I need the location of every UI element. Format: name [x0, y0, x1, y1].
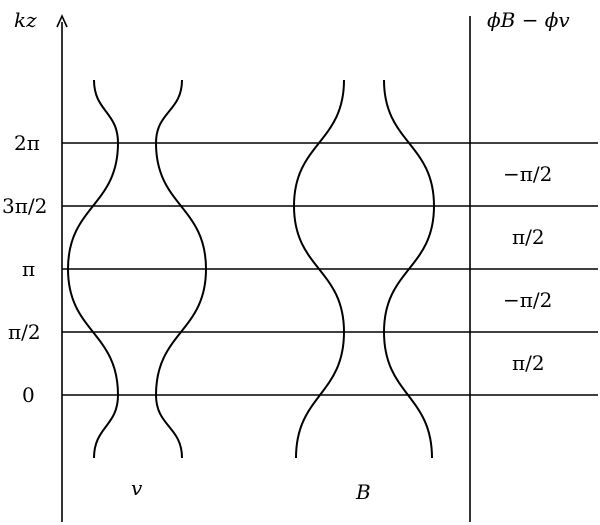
tick-label-2pi: 2π — [14, 131, 40, 155]
v-field-right-boundary — [154, 79, 208, 459]
b-field-label: B — [355, 480, 371, 504]
tick-label-0: 0 — [22, 383, 35, 407]
phase-diff-0-to-pi-2: π/2 — [512, 351, 545, 375]
phase-diff-pi-2-to-pi: −π/2 — [503, 288, 552, 312]
tick-label-3pi-2: 3π/2 — [2, 194, 47, 218]
v-field-label: v — [131, 476, 143, 500]
phase-diff-3pi-2-to-2pi: −π/2 — [503, 162, 552, 186]
phase-diff-header: ϕB − ϕv — [487, 8, 570, 32]
tick-label-pi: π — [22, 257, 35, 281]
b-field-right-boundary — [382, 79, 436, 459]
kz-axis-label: kz — [14, 8, 37, 32]
phase-diff-pi-to-3pi-2: π/2 — [512, 225, 545, 249]
v-field-left-boundary — [66, 79, 120, 459]
kz-axis-arrow-icon — [56, 14, 68, 28]
tick-label-pi-2: π/2 — [8, 320, 41, 344]
b-field-left-boundary — [292, 79, 346, 459]
